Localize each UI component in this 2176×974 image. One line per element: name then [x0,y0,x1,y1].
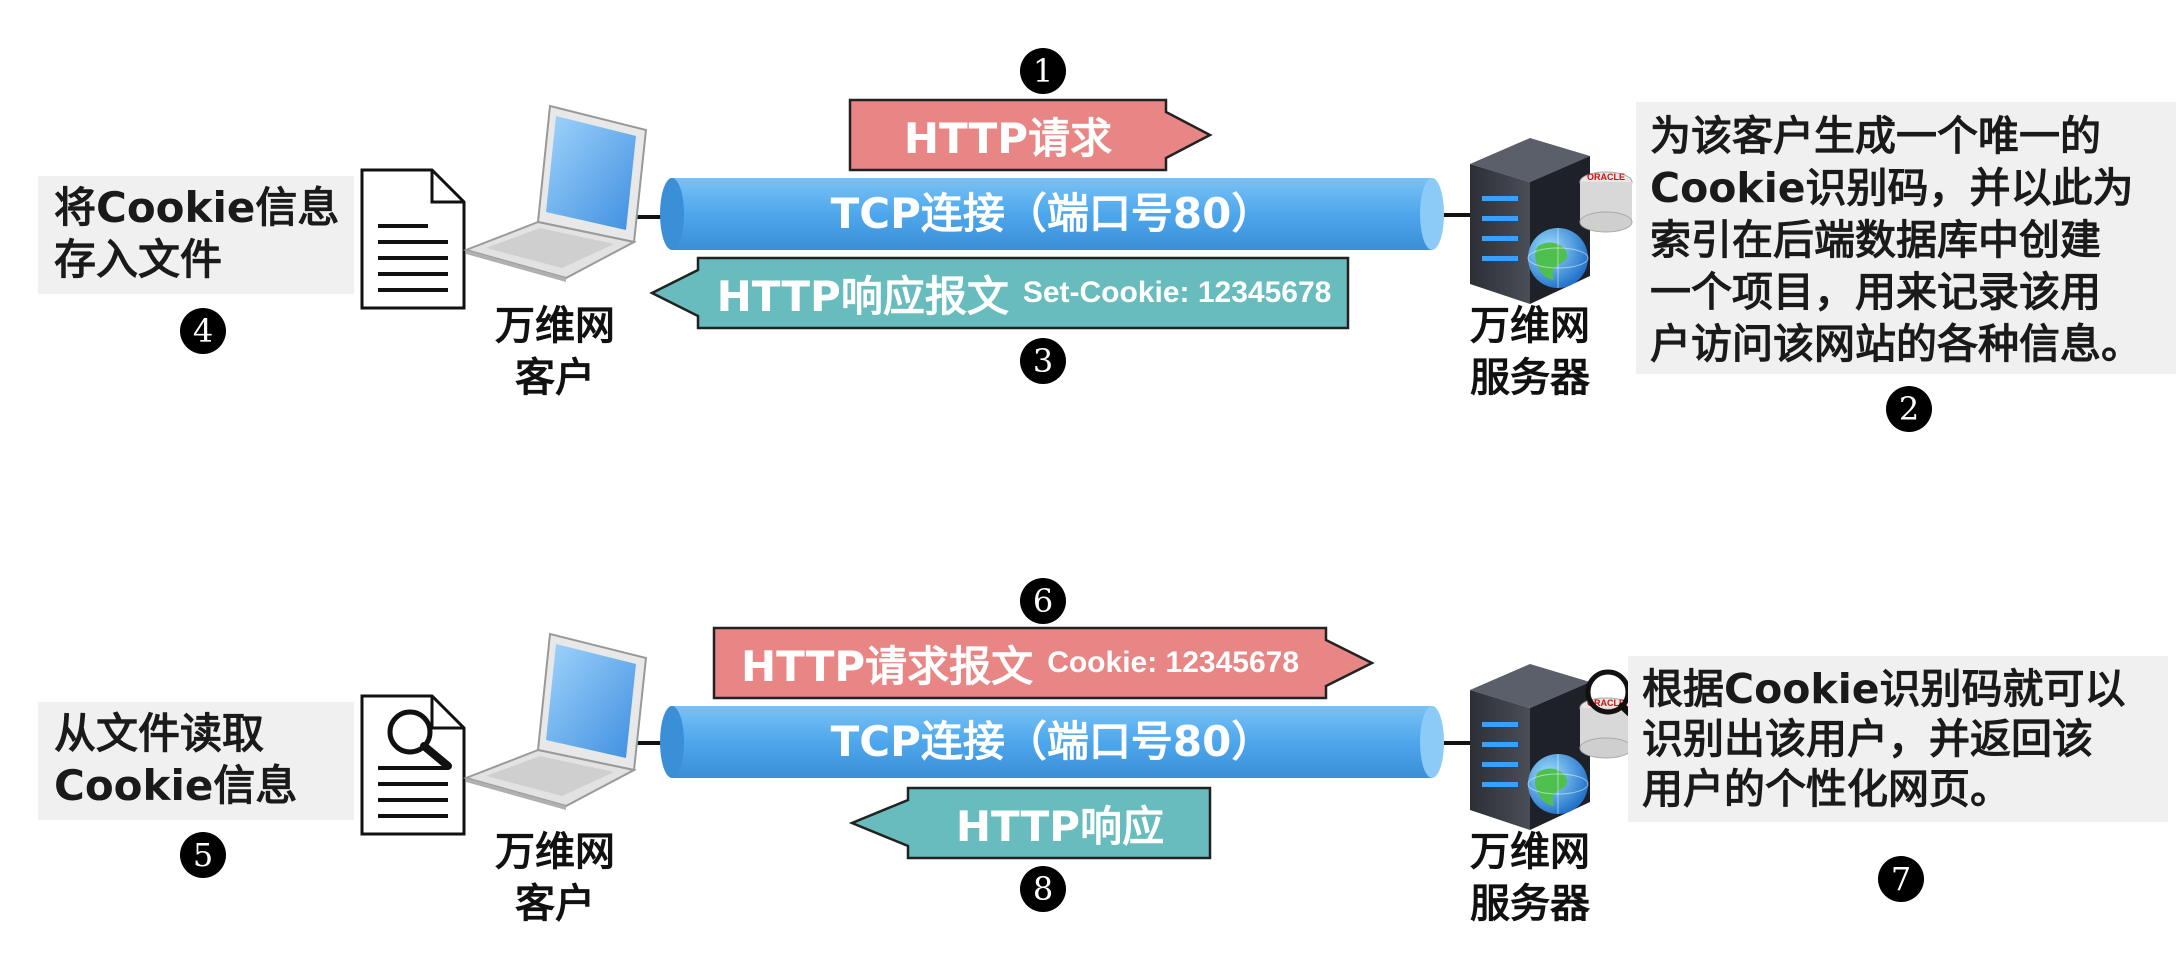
store-cookie-note: 将Cookie信息 存入文件 [38,176,354,294]
step-4-badge: 4 [180,308,226,354]
tcp-pipe [660,178,1444,250]
server-process-note: 为该客户生成一个唯一的 Cookie识别码，并以此为 索引在后端数据库中创建 一… [1636,102,2176,374]
server-label: 万维网 服务器 [1470,829,1590,927]
step-3-badge: 3 [1020,338,1066,384]
response-arrow [848,786,1212,860]
step-2-badge: 2 [1886,386,1932,432]
svg-text:ORACLE: ORACLE [1587,172,1625,182]
step-8-badge: 8 [1020,866,1066,912]
laptop-icon [462,632,648,810]
request-label: HTTP请求 [903,113,1113,163]
response-arrow [649,256,1350,330]
step-6-badge: 6 [1020,578,1066,624]
client-label: 万维网 客户 [495,829,615,927]
database-icon: ORACLE [1579,171,1633,233]
client-link-line [636,741,670,745]
server-icon: ORACLE [1470,664,1650,830]
svg-text:ORACLE: ORACLE [1587,698,1625,708]
read-cookie-note: 从文件读取 Cookie信息 [38,702,354,820]
cookie-value: Cookie: 12345678 [1047,646,1300,679]
step-7-badge: 7 [1878,856,1924,902]
client-link-line [636,215,670,219]
tcp-label: TCP连接（端口号80） [830,189,1274,238]
set-cookie-value: Set-Cookie: 12345678 [1022,276,1332,309]
tcp-label: TCP连接（端口号80） [830,717,1274,766]
step-1-badge: 1 [1020,48,1066,94]
globe-icon [1527,228,1589,288]
server-label: 万维网 服务器 [1470,303,1590,401]
request-arrow [848,98,1213,172]
globe-icon [1527,754,1589,814]
document-icon [360,168,466,310]
server-link-line [1438,213,1474,217]
document-search-icon [360,694,466,836]
server-icon: ORACLE [1470,138,1633,304]
laptop-icon [462,104,648,282]
server-link-line [1438,741,1474,745]
request-arrow [712,626,1375,700]
response-label: HTTP响应 [955,801,1165,851]
client-label: 万维网 客户 [495,303,615,401]
server-identify-note: 根据Cookie识别码就可以 识别出该用户，并返回该 用户的个性化网页。 [1628,656,2168,822]
tcp-pipe [660,706,1444,778]
step-5-badge: 5 [180,832,226,878]
